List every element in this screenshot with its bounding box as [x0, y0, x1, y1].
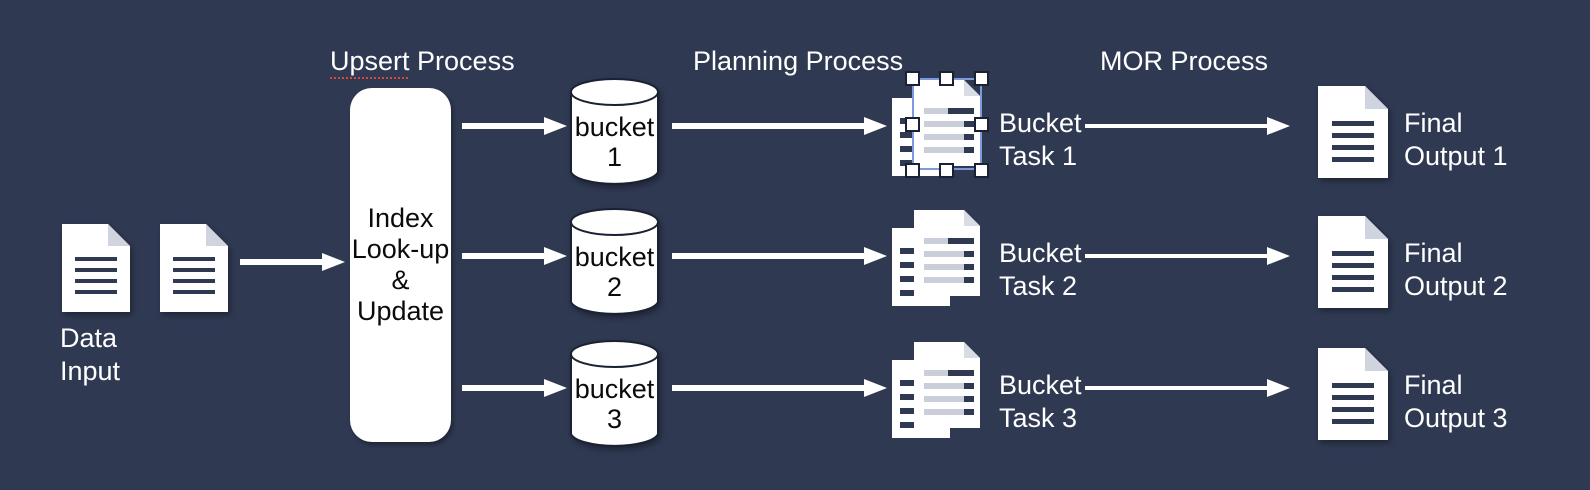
arrow-process-to-bucket-1	[462, 116, 567, 136]
bucket-task-1-selection-box[interactable]	[912, 78, 982, 170]
bucket-task-2-label: Bucket Task 2	[999, 238, 1082, 301]
selection-handle-top-center[interactable]	[939, 71, 954, 86]
index-lookup-update-box[interactable]: Index Look-up & Update	[350, 88, 451, 442]
arrow-process-to-bucket-2	[462, 246, 567, 266]
final-output-1-document-icon[interactable]	[1318, 86, 1388, 178]
section-title-mor: MOR Process	[1100, 46, 1269, 76]
arrow-input-to-process	[240, 252, 345, 272]
arrow-bucket-2-to-task-2	[672, 246, 887, 266]
data-input-label: Data Input	[60, 323, 121, 386]
arrow-process-to-bucket-3	[462, 378, 567, 398]
selection-handle-middle-left[interactable]	[905, 117, 920, 132]
arrow-bucket-3-to-task-3	[672, 378, 887, 398]
arrow-bucket-1-to-task-1	[672, 116, 887, 136]
bucket-3-cylinder-icon[interactable]: bucket 3	[570, 340, 659, 448]
selection-handle-bottom-left[interactable]	[905, 163, 920, 178]
data-input-document-icon-2	[160, 224, 228, 312]
arrow-task-3-to-output-3	[1085, 378, 1290, 398]
data-input-document-icon-1	[62, 224, 130, 312]
section-title-upsert-suffix: Process	[409, 46, 515, 76]
bucket-task-2-stacked-documents-icon[interactable]	[890, 208, 982, 308]
selection-handle-top-left[interactable]	[905, 71, 920, 86]
bucket-1-cylinder-icon[interactable]: bucket 1	[570, 78, 659, 186]
bucket-3-label: bucket 3	[574, 374, 655, 434]
bucket-1-label: bucket 1	[574, 112, 655, 172]
selection-handle-bottom-center[interactable]	[939, 163, 954, 178]
final-output-2-label: Final Output 2	[1404, 238, 1508, 301]
selection-handle-bottom-right[interactable]	[974, 163, 989, 178]
bucket-2-cylinder-icon[interactable]: bucket 2	[570, 208, 659, 316]
final-output-2-document-icon[interactable]	[1318, 216, 1388, 308]
bucket-task-1-label: Bucket Task 1	[999, 108, 1082, 171]
final-output-1-label: Final Output 1	[1404, 108, 1508, 171]
section-title-upsert: Upsert Process	[330, 45, 515, 79]
section-title-upsert-word: Upsert	[330, 46, 410, 79]
arrow-task-2-to-output-2	[1085, 246, 1290, 266]
arrow-task-1-to-output-1	[1085, 116, 1290, 136]
bucket-task-3-label: Bucket Task 3	[999, 370, 1082, 433]
bucket-task-3-stacked-documents-icon[interactable]	[890, 340, 982, 440]
final-output-3-label: Final Output 3	[1404, 370, 1508, 433]
final-output-3-document-icon[interactable]	[1318, 348, 1388, 440]
section-title-planning: Planning Process	[693, 46, 904, 76]
index-lookup-update-label: Index Look-up & Update	[351, 203, 450, 326]
selection-handle-middle-right[interactable]	[974, 117, 989, 132]
selection-handle-top-right[interactable]	[974, 71, 989, 86]
bucket-2-label: bucket 2	[574, 242, 655, 302]
